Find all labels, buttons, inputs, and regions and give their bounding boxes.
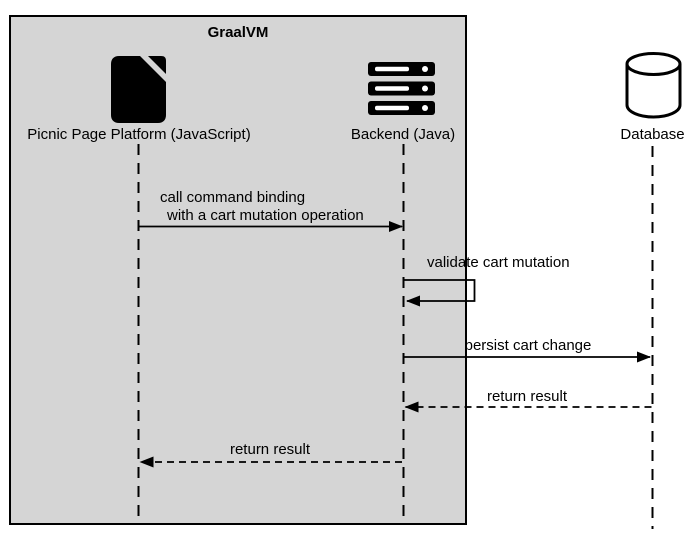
participant-label-backend: Backend (Java) <box>350 126 456 143</box>
message-label-call-command-binding-line2: with a cart mutation operation <box>167 207 364 224</box>
document-icon <box>111 56 166 123</box>
message-label-persist-cart-change: persist cart change <box>464 337 592 354</box>
container-title: GraalVM <box>207 24 269 41</box>
database-icon <box>625 52 682 119</box>
message-label-call-command-binding-line1: call command binding <box>160 189 306 206</box>
message-label-validate-cart-mutation: validate cart mutation <box>427 254 570 271</box>
graalvm-container-box <box>9 15 467 525</box>
participant-label-picnic: Picnic Page Platform (JavaScript) <box>27 126 251 143</box>
message-label-return-result-backend: return result <box>229 441 311 458</box>
server-icon <box>368 62 435 115</box>
participant-label-database: Database <box>620 126 685 143</box>
message-label-return-result-database: return result <box>486 388 568 405</box>
